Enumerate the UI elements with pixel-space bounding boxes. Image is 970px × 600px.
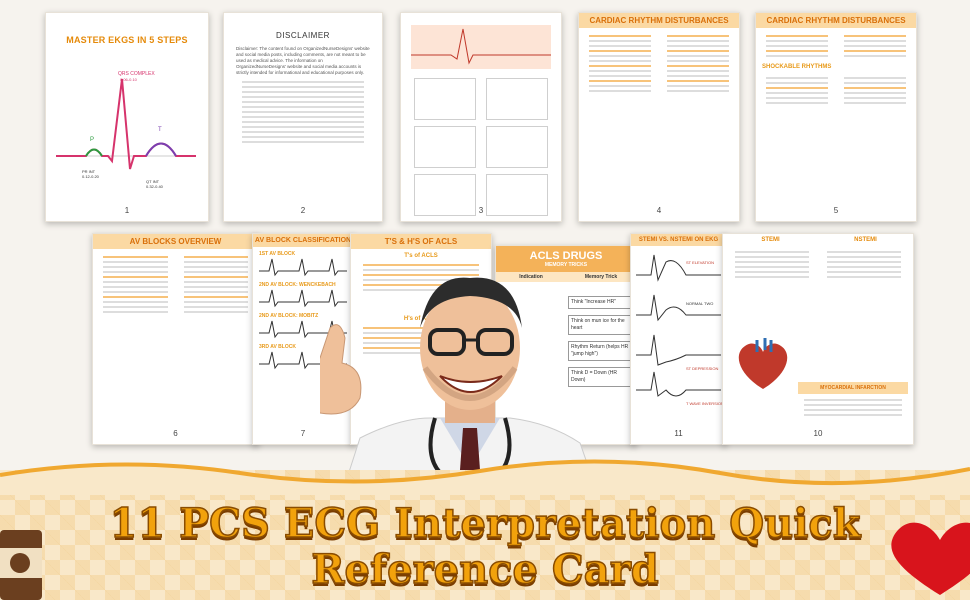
section-title: SHOCKABLE RHYTHMS: [762, 64, 832, 70]
coffee-cup-icon: [0, 530, 42, 600]
card-number: 7: [300, 429, 306, 438]
section-title: MYOCARDIAL INFARCTION: [798, 382, 908, 394]
label-pr: PR INT: [82, 169, 96, 174]
stemi-strips: ST ELEVATION NORMAL TWO ST DEPRESSION T …: [636, 254, 724, 406]
label-qt-range: 0.32-0.40: [146, 184, 164, 189]
headline-line-1: 11 PCS ECG Interpretation Quick: [109, 499, 861, 548]
card-number: 11: [674, 429, 683, 438]
card-title: CARDIAC RHYTHM DISTURBANCES: [579, 13, 739, 28]
card-number: 6: [173, 429, 178, 438]
card-number: 1: [124, 206, 130, 215]
heart-anatomy-icon: [738, 338, 788, 389]
card-title: AV BLOCKS OVERVIEW: [93, 234, 258, 249]
card-number: 3: [478, 206, 484, 215]
card-number: 2: [300, 206, 306, 215]
label-p: P: [90, 137, 94, 143]
headline-line-2: Reference Card: [311, 545, 660, 594]
ecg-grid: [411, 25, 551, 69]
label-mobitz: 2ND AV BLOCK: MOBITZ: [259, 313, 319, 319]
ecg-diagram: QRS COMPLEX 0.06-0.10 T P PR INT 0.12-0.…: [56, 71, 196, 189]
label-st-elevation: ST ELEVATION: [686, 260, 714, 265]
ecg-strip: [259, 258, 347, 277]
card-subtitle: MEMORY TRICKS: [544, 262, 588, 268]
card-number: 4: [656, 206, 662, 215]
card-title: STEMI VS. NSTEMI ON EKG: [631, 234, 726, 246]
label-1st-av: 1ST AV BLOCK: [259, 251, 296, 257]
label-t-inversion: T WAVE INVERSION: [686, 401, 724, 406]
label-pr-range: 0.12-0.20: [82, 174, 100, 179]
card-title: AV BLOCK CLASSIFICATION: [253, 234, 353, 247]
card-title: MASTER EKGS IN 5 STEPS: [66, 35, 188, 45]
heart-icon: [891, 522, 970, 595]
col-memory-trick: Memory Trick: [566, 272, 636, 282]
col-stemi: STEMI: [761, 237, 780, 243]
label-t: T: [158, 127, 162, 133]
hs-title: H's of ACLS: [403, 316, 439, 322]
ecg-strip: [259, 289, 347, 308]
card-4: CARDIAC RHYTHM DISTURBANCES 4: [578, 12, 740, 222]
label-qt: QT INT: [146, 179, 160, 184]
label-3rd-av: 3RD AV BLOCK: [259, 344, 296, 350]
label-wenckebach: 2ND AV BLOCK: WENCKEBACH: [259, 282, 336, 288]
card-2: DISCLAIMER Disclaimer: The content found…: [223, 12, 383, 222]
card-title: DISCLAIMER: [276, 31, 330, 40]
card-6: AV BLOCKS OVERVIEW 6: [92, 233, 259, 445]
card-3: 3: [400, 12, 562, 222]
banner-wave: [0, 459, 970, 495]
col-indication: Indication: [496, 272, 566, 282]
card-5: CARDIAC RHYTHM DISTURBANCES SHOCKABLE RH…: [755, 12, 917, 222]
ts-title: T's of ACLS: [404, 253, 438, 259]
card-11: STEMI VS. NSTEMI ON EKG ST ELEVATION NOR…: [630, 233, 727, 445]
label-qrs: QRS COMPLEX: [118, 71, 155, 77]
col-nstemi: NSTEMI: [854, 237, 877, 243]
card-1: MASTER EKGS IN 5 STEPS QRS COMPLEX 0.06-…: [45, 12, 209, 222]
card-number: 10: [813, 429, 823, 438]
card-10: STEMI NSTEMI MYOCARDIAL INFARCTION 10: [722, 233, 914, 445]
disclaimer-text: Disclaimer: The content found on Organiz…: [236, 46, 370, 75]
card-title: CARDIAC RHYTHM DISTURBANCES: [756, 13, 916, 28]
label-normal: NORMAL TWO: [686, 301, 713, 306]
card-title: T'S & H'S OF ACLS: [351, 234, 491, 249]
card-number: 5: [833, 206, 839, 215]
card-title: ACLS DRUGS: [529, 250, 603, 262]
label-st-depression: ST DEPRESSION: [686, 366, 718, 371]
card-acls-drugs: ACLS DRUGS MEMORY TRICKS Indication Memo…: [495, 245, 637, 445]
label-qrs-range: 0.06-0.10: [120, 77, 138, 82]
